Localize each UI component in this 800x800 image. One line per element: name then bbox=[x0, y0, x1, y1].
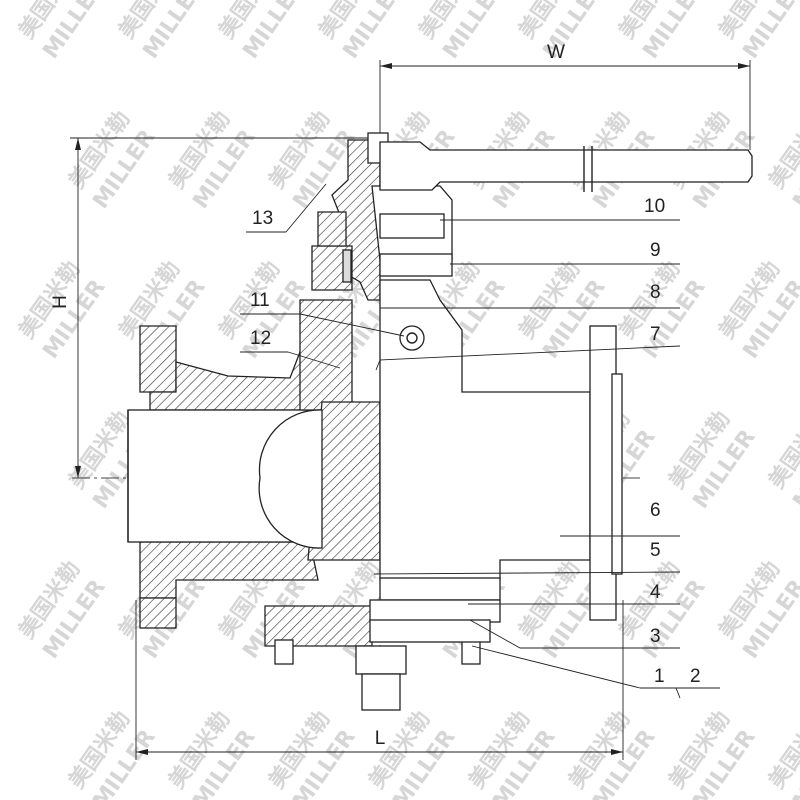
wrench-handle bbox=[379, 141, 753, 192]
part-label-3: 3 bbox=[650, 626, 661, 647]
part-label-5: 5 bbox=[650, 540, 661, 561]
part-label-2: 2 bbox=[690, 666, 701, 687]
part-label-6: 6 bbox=[650, 500, 661, 521]
valve-body-right-view bbox=[369, 185, 623, 643]
leaders bbox=[240, 183, 720, 699]
dimension-w: W bbox=[379, 42, 751, 150]
part-label-10: 10 bbox=[644, 196, 665, 217]
part-label-8: 8 bbox=[650, 282, 661, 303]
dimension-h-label: H bbox=[50, 295, 71, 309]
part-label-11: 11 bbox=[250, 290, 270, 311]
part-label-4: 4 bbox=[650, 582, 661, 603]
watermark-cn: 美国米勒 bbox=[764, 406, 800, 493]
dimension-l-label: L bbox=[375, 728, 386, 749]
watermark-cn: 美国米勒 bbox=[764, 106, 800, 193]
dimension-w-label: W bbox=[547, 42, 565, 63]
part-label-1: 1 bbox=[654, 666, 665, 687]
bonnet-section bbox=[299, 132, 389, 411]
part-label-9: 9 bbox=[650, 240, 661, 261]
part-label-7: 7 bbox=[650, 324, 661, 345]
dimension-h: H bbox=[50, 137, 380, 478]
watermark-cn: 美国米勒 bbox=[764, 706, 800, 793]
part-label-13: 13 bbox=[252, 208, 273, 229]
dimension-l: L bbox=[135, 600, 624, 760]
part-label-12: 12 bbox=[250, 328, 271, 349]
part-labels: 1 2 3 4 5 6 7 8 9 10 11 12 13 bbox=[250, 196, 701, 687]
